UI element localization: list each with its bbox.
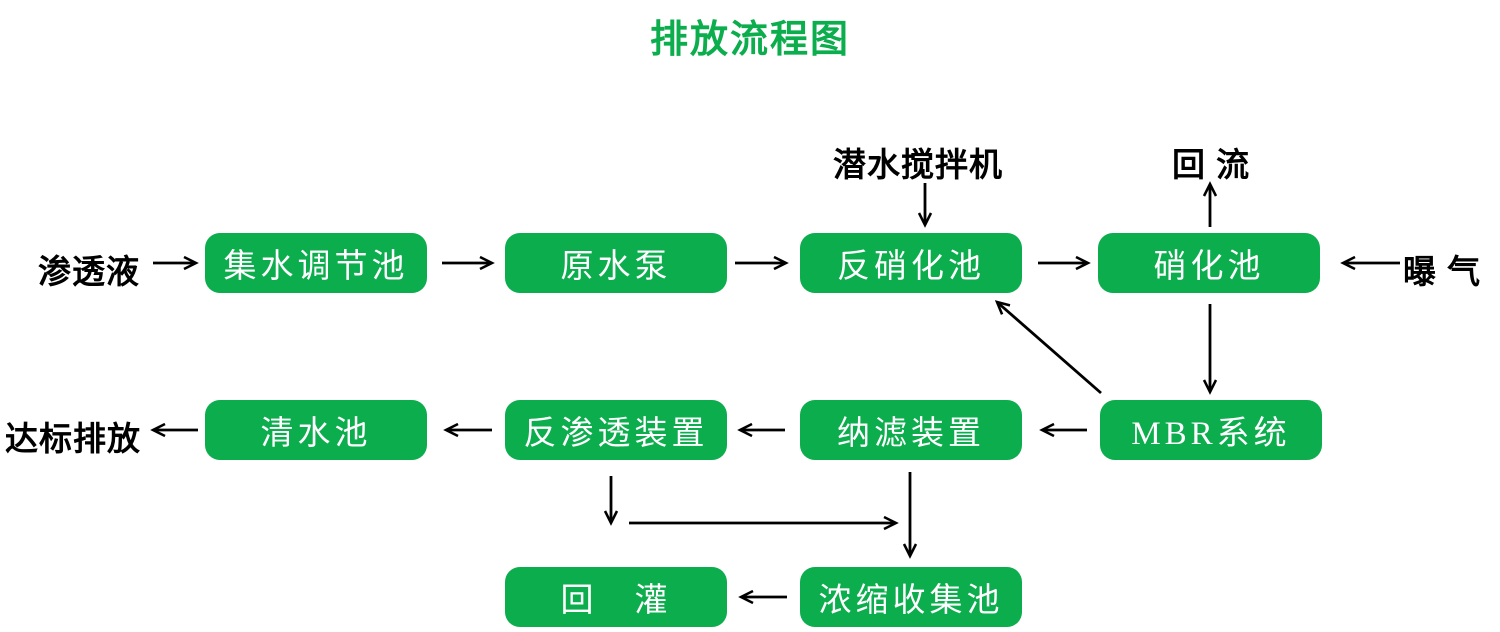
label-reflux: 回 流 [1172, 146, 1251, 183]
node-label: MBR系统 [1131, 416, 1291, 452]
node-reverse-osmosis-unit: 反渗透装置 [505, 400, 727, 460]
node-label: 集水调节池 [223, 249, 409, 285]
label-aeration: 曝 气 [1403, 253, 1482, 290]
node-denitrification-tank: 反硝化池 [800, 233, 1022, 293]
node-label: 纳滤装置 [837, 416, 985, 452]
label-submersible-mixer: 潜水搅拌机 [833, 146, 1003, 183]
arrow-mbr-to-denitrification [994, 300, 1102, 395]
diagram-title: 排放流程图 [649, 19, 850, 61]
node-label: 清水池 [260, 416, 372, 452]
node-raw-water-pump: 原水泵 [505, 233, 727, 293]
node-reinjection: 回 灌 [505, 567, 727, 627]
node-clean-water-tank: 清水池 [205, 400, 427, 460]
node-collection-regulation-tank: 集水调节池 [205, 233, 427, 293]
node-label: 反渗透装置 [523, 416, 709, 452]
label-standard-discharge: 达标排放 [5, 420, 141, 457]
node-concentrate-collection-tank: 浓缩收集池 [800, 567, 1022, 627]
node-label: 原水泵 [560, 249, 672, 285]
node-label: 回 灌 [560, 583, 672, 619]
node-label: 浓缩收集池 [818, 583, 1004, 619]
node-label: 反硝化池 [837, 249, 985, 285]
node-nitrification-tank: 硝化池 [1098, 233, 1320, 293]
node-label: 硝化池 [1153, 249, 1265, 285]
label-leachate: 渗透液 [38, 253, 140, 290]
node-nanofiltration-unit: 纳滤装置 [800, 400, 1022, 460]
node-mbr-system: MBR系统 [1100, 400, 1322, 460]
